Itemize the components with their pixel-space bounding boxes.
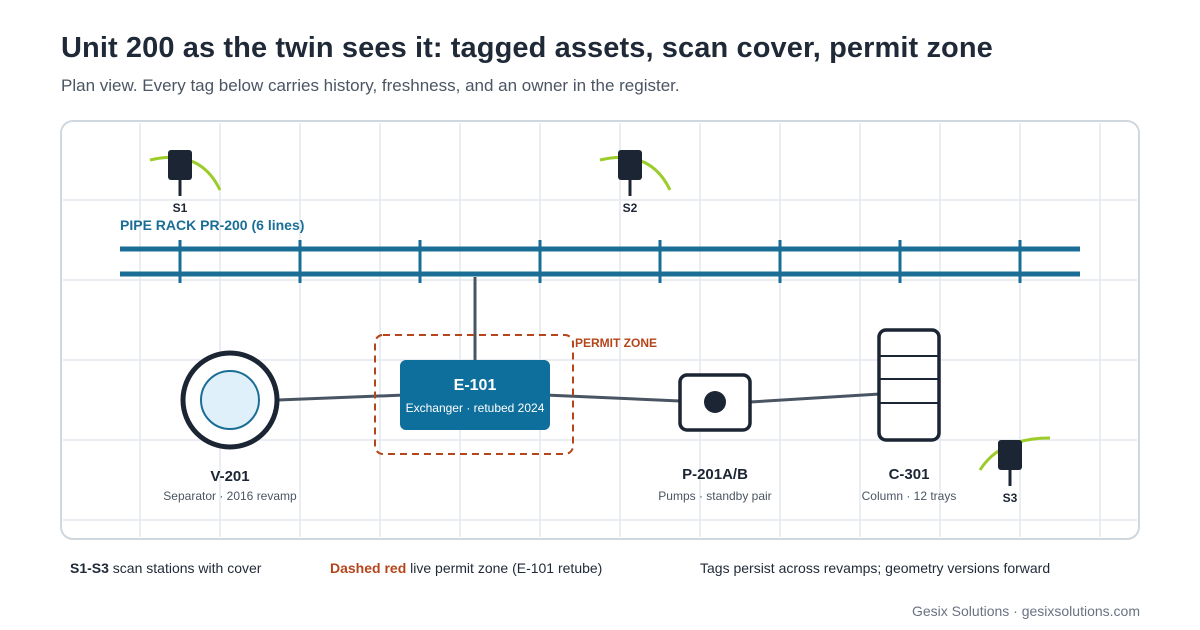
exchanger-block xyxy=(400,360,550,430)
pipe-rack-label: PIPE RACK PR-200 (6 lines) xyxy=(120,217,304,233)
plan-view-diagram: S1 S2 PIPE RACK PR-200 (6 lines) xyxy=(60,120,1140,540)
asset-description: Column · 12 trays xyxy=(862,489,957,503)
legend-key: Dashed red xyxy=(330,560,407,576)
asset-c-301: C-301 Column · 12 trays xyxy=(862,328,957,503)
scanner-icon xyxy=(168,150,192,180)
scanner-icon xyxy=(618,150,642,180)
legend-scan-stations: S1-S3 scan stations with cover xyxy=(70,560,261,576)
process-connectors xyxy=(277,277,881,404)
plan-panel-frame xyxy=(60,120,1140,540)
page-title: Unit 200 as the twin sees it: tagged ass… xyxy=(61,32,993,64)
asset-description: Pumps · standby pair xyxy=(658,489,771,503)
asset-tag: P-201A/B xyxy=(682,466,748,483)
asset-tag: C-301 xyxy=(889,466,930,483)
pipe-rack xyxy=(120,240,1080,283)
scan-station-label: S2 xyxy=(623,201,638,215)
asset-tag: V-201 xyxy=(210,468,249,485)
scan-station-s1: S1 xyxy=(149,150,222,215)
legend-permit-zone: Dashed red live permit zone (E-101 retub… xyxy=(330,560,602,576)
scan-cover-arc xyxy=(599,155,672,191)
legend-note: Tags persist across revamps; geometry ve… xyxy=(700,560,1051,576)
footer-credit: Gesix Solutions · gesixsolutions.com xyxy=(912,603,1140,619)
scanner-icon xyxy=(998,440,1022,470)
asset-v-201: V-201 Separator · 2016 revamp xyxy=(163,350,297,503)
scan-station-s2: S2 xyxy=(599,150,672,215)
scan-station-label: S1 xyxy=(173,201,188,215)
legend-key: S1-S3 xyxy=(70,560,109,576)
legend-text: scan stations with cover xyxy=(108,560,262,576)
asset-description: Separator · 2016 revamp xyxy=(163,489,297,503)
scan-station-s3: S3 xyxy=(978,436,1051,505)
scan-station-label: S3 xyxy=(1003,491,1018,505)
permit-zone-label: PERMIT ZONE xyxy=(575,336,657,350)
legend-text: live permit zone (E-101 retube) xyxy=(406,560,603,576)
permit-zone-boundary xyxy=(374,334,574,455)
asset-tag: E-101 xyxy=(454,377,497,394)
page-subtitle: Plan view. Every tag below carries histo… xyxy=(61,76,680,95)
plan-view-panel: S1 S2 PIPE RACK PR-200 (6 lines) xyxy=(60,120,1140,540)
asset-p-201ab: P-201A/B Pumps · standby pair xyxy=(658,373,772,503)
asset-description: Exchanger · retubed 2024 xyxy=(406,401,545,415)
scan-cover-arc xyxy=(149,155,222,191)
asset-e-101: E-101 Exchanger · retubed 2024 xyxy=(400,360,550,430)
column-icon xyxy=(877,328,941,442)
